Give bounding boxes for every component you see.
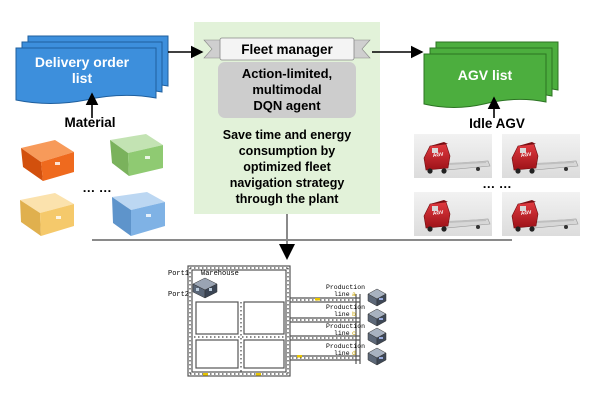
production-line-d: Production line d — [326, 343, 365, 357]
production-machine-icon — [367, 288, 387, 307]
production-line-c: Production line c — [326, 323, 365, 337]
production-line-label: line — [334, 350, 350, 357]
warehouse-icon — [192, 277, 218, 299]
idle-agv-ellipsis: … … — [482, 176, 512, 191]
material-box-yellow — [20, 193, 74, 236]
fleet-manager-description: consumption by — [239, 144, 336, 158]
plant-position-markers — [203, 298, 320, 376]
material-ellipsis: … … — [82, 180, 112, 195]
material-box-orange — [21, 140, 74, 181]
production-line-letter: b — [352, 311, 356, 318]
production-line-letter: a — [352, 291, 356, 298]
delivery-order-label: list — [72, 70, 93, 86]
production-line-label: line — [334, 311, 350, 318]
warehouse-label: Warehouse — [201, 270, 239, 278]
dqn-agent-text: DQN agent — [253, 98, 321, 113]
fleet-manager-description: Save time and energy — [223, 128, 352, 142]
agv-badge-text: AGV — [432, 151, 444, 159]
agv-vehicle-image — [501, 133, 581, 179]
idle-agv-label: Idle AGV — [469, 116, 525, 131]
material-label: Material — [64, 115, 115, 130]
production-line-label: line — [334, 330, 350, 337]
production-line-label: Production — [326, 284, 365, 291]
production-line-label: line — [334, 291, 350, 298]
agv-badge-text: AGV — [520, 209, 532, 217]
dqn-agent-text: Action-limited, — [242, 66, 332, 81]
production-line-a: Production line a — [326, 284, 365, 298]
delivery-order-list-icon — [15, 35, 169, 104]
plant-layout — [187, 265, 361, 377]
agv-vehicle-image — [501, 191, 581, 237]
production-line-b: Production line b — [326, 304, 365, 318]
fleet-manager-description: navigation strategy — [230, 176, 345, 190]
dqn-agent-text: multimodal — [252, 82, 321, 97]
production-line-letter: c — [352, 330, 356, 337]
agv-vehicle-image — [413, 133, 493, 179]
agv-badge-text: AGV — [432, 209, 444, 217]
agv-badge-text: AGV — [520, 151, 532, 159]
delivery-order-label: Delivery order — [35, 54, 130, 70]
production-machine-icon — [367, 327, 387, 346]
port1-label: Port1 — [168, 270, 189, 278]
production-machine-icon — [367, 347, 387, 366]
production-line-label: Production — [326, 343, 365, 350]
dqn-agent-box — [218, 62, 356, 118]
fleet-manager-description: through the plant — [236, 192, 340, 206]
material-box-blue — [112, 192, 165, 236]
fleet-manager-banner — [203, 37, 371, 61]
production-machine-icon — [367, 308, 387, 327]
production-line-letter: d — [352, 350, 356, 357]
production-line-label: Production — [326, 323, 365, 330]
agv-list-label: AGV list — [458, 67, 513, 83]
agv-vehicle-image — [413, 191, 493, 237]
material-box-green — [110, 134, 163, 176]
agv-list-icon — [423, 41, 559, 108]
fleet-manager-description: optimized fleet — [243, 160, 331, 174]
port2-label: Port2 — [168, 291, 189, 299]
fleet-manager-title: Fleet manager — [241, 42, 333, 57]
production-line-label: Production — [326, 304, 365, 311]
